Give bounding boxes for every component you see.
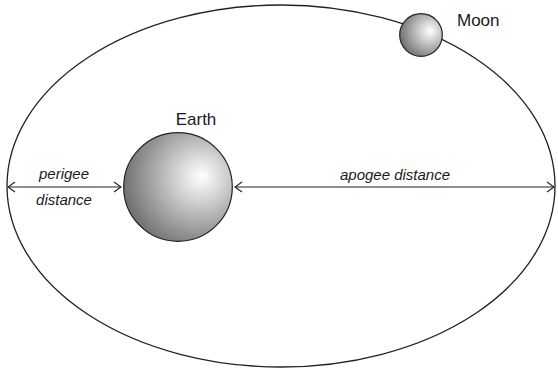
moon-sphere: Moon	[399, 13, 443, 57]
apogee-label: apogee distance	[338, 166, 452, 184]
orbit-ellipse	[7, 5, 555, 367]
sphere-circle	[400, 14, 443, 57]
sphere-outline	[123, 132, 233, 242]
perigee-label: perigee distance	[24, 161, 104, 213]
moon-label: Moon	[457, 11, 500, 31]
earth-sphere: Earth	[123, 132, 233, 242]
earth-label: Earth	[176, 110, 217, 130]
sphere-outline	[399, 13, 443, 57]
sphere-circle	[124, 133, 233, 242]
perigee-arrow	[8, 182, 121, 192]
